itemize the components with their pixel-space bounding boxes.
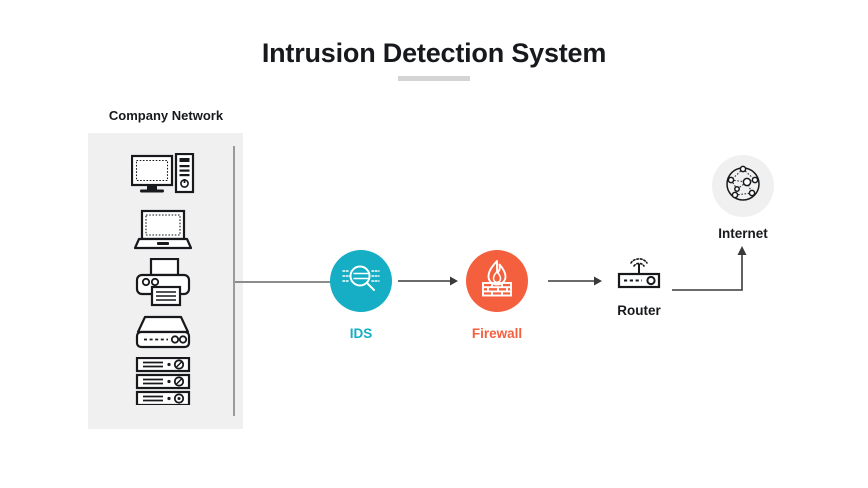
server-rack-icon <box>108 357 218 405</box>
ids-label: IDS <box>349 326 373 341</box>
page-title: Intrusion Detection System <box>261 38 607 68</box>
nas-drive-icon <box>108 312 218 352</box>
connector-router-to-internet <box>672 244 752 309</box>
connector-ids-to-firewall <box>398 270 460 297</box>
router-icon-wrap <box>608 253 670 293</box>
firewall-circle <box>466 250 528 312</box>
node-ids[interactable]: IDS <box>330 250 392 341</box>
router-label: Router <box>617 303 661 318</box>
connector-network-to-ids <box>235 281 331 283</box>
internet-label: Internet <box>718 226 768 241</box>
router-wifi-icon <box>610 251 668 296</box>
flame-brickwall-icon <box>478 259 516 304</box>
globe-network-icon <box>721 162 765 211</box>
desktop-computer-icon <box>108 152 218 200</box>
node-internet[interactable]: Internet <box>712 155 774 241</box>
company-network-bus-line <box>233 146 235 416</box>
laptop-icon <box>108 208 218 252</box>
company-network-label: Company Network <box>108 108 224 123</box>
firewall-label: Firewall <box>471 326 523 341</box>
printer-icon <box>108 258 218 308</box>
internet-circle <box>712 155 774 217</box>
node-router[interactable]: Router <box>608 253 670 318</box>
connector-firewall-to-router <box>548 270 604 297</box>
magnifier-data-icon <box>341 259 381 304</box>
title-underline-rule <box>398 76 470 81</box>
node-firewall[interactable]: Firewall <box>466 250 528 341</box>
ids-circle <box>330 250 392 312</box>
